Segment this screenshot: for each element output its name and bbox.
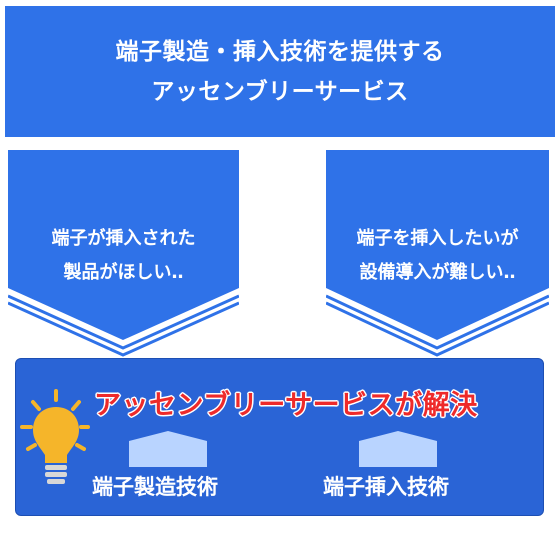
pedestal-icon-right <box>359 431 437 467</box>
header-line-2: アッセンブリーサービス <box>151 78 409 105</box>
problem-right-line-1: 端子を挿入したいが <box>356 228 519 249</box>
solution-item-insertion: 端子挿入技術 <box>323 475 449 499</box>
problem-left-line-2: 製品がほしい‥ <box>63 262 184 283</box>
lightbulb-icon <box>20 389 90 484</box>
pedestal-icon-left <box>129 431 207 467</box>
chevron-right-shape <box>326 150 549 357</box>
solution-panel: アッセンブリーサービスが解決 端子製造技術 端子挿入技術 <box>15 358 544 516</box>
chevron-left-shape <box>8 150 239 357</box>
problem-right-line-2: 設備導入が難しい‥ <box>359 262 516 283</box>
solution-item-manufacturing: 端子製造技術 <box>92 475 218 499</box>
solution-title: アッセンブリーサービスが解決 <box>94 390 478 421</box>
problem-chevron-left: 端子が挿入された 製品がほしい‥ <box>8 150 239 360</box>
problem-chevron-right: 端子を挿入したいが 設備導入が難しい‥ <box>326 150 549 360</box>
problem-left-line-1: 端子が挿入された <box>51 228 196 249</box>
problem-text-right: 端子を挿入したいが 設備導入が難しい‥ <box>326 222 549 290</box>
header-banner: 端子製造・挿入技術を提供する アッセンブリーサービス <box>5 6 555 137</box>
header-line-1: 端子製造・挿入技術を提供する <box>115 38 445 65</box>
problem-text-left: 端子が挿入された 製品がほしい‥ <box>8 222 239 290</box>
